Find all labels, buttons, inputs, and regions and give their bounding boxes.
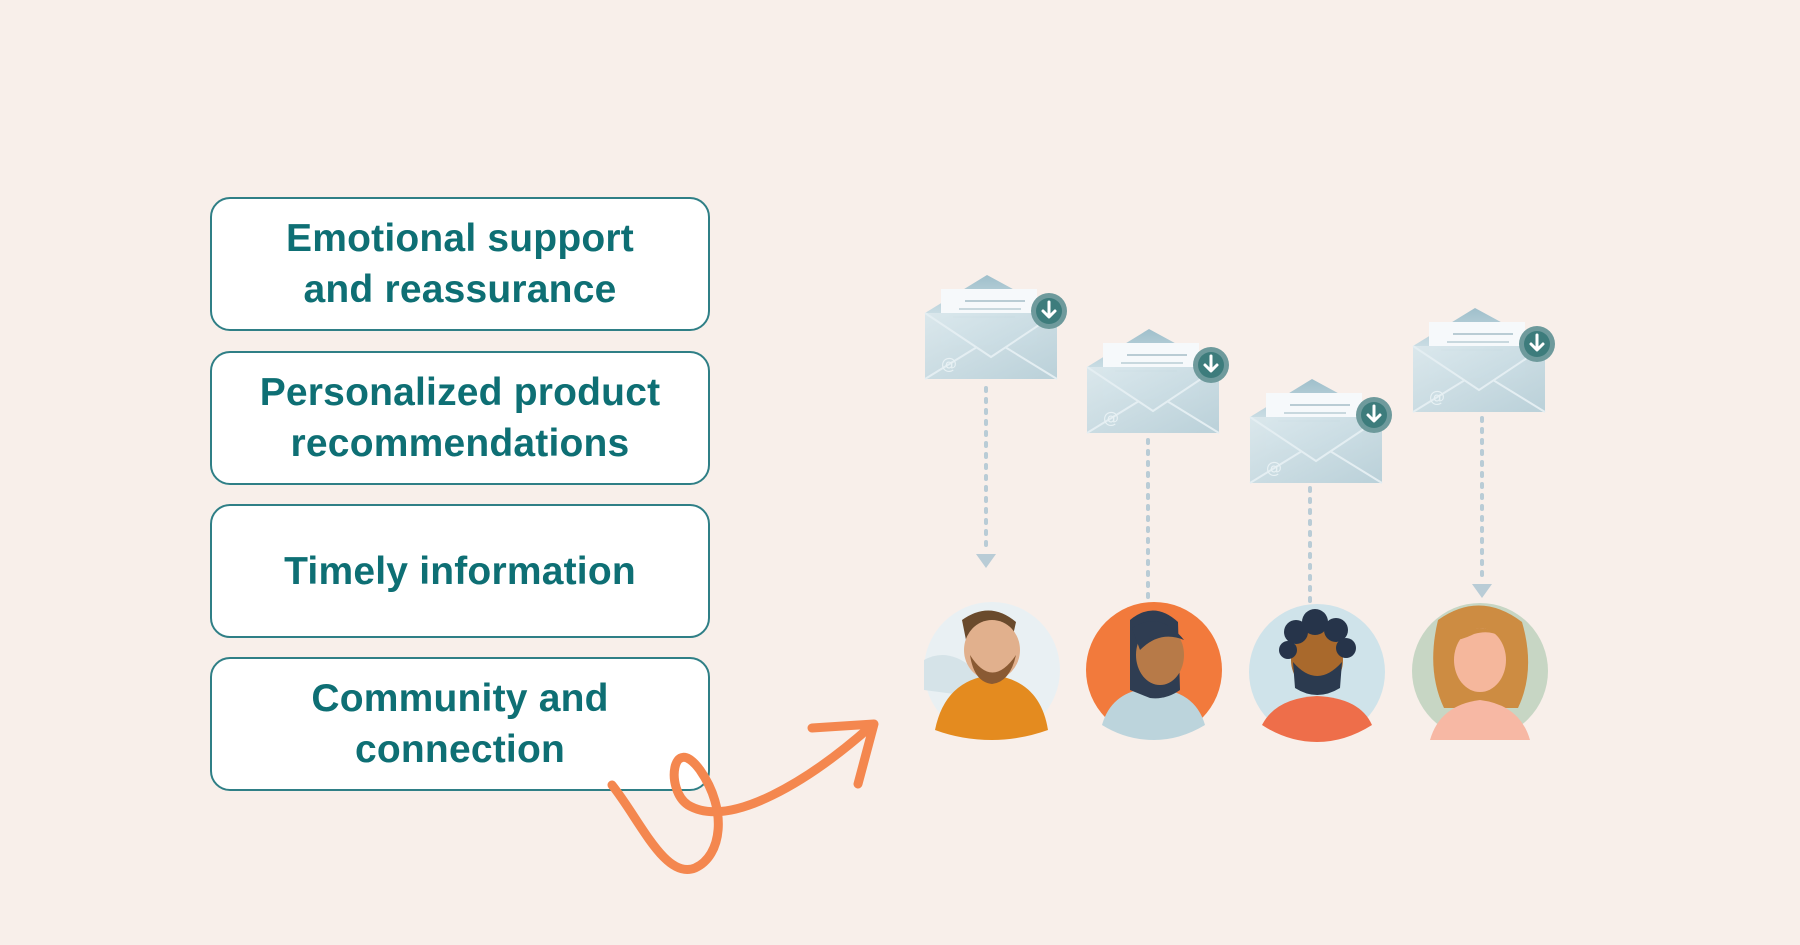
dotted-arrow-long: [1470, 416, 1494, 600]
person-avatar: [1086, 602, 1222, 740]
benefit-card-personalized-recommendations: Personalized product recommendations: [210, 351, 710, 485]
dotted-arrow: [974, 386, 998, 570]
benefit-label: Timely information: [284, 549, 636, 593]
envelope-icon: [1248, 377, 1394, 485]
benefit-label: Personalized product recommendations: [259, 371, 661, 465]
envelope-icon: [923, 273, 1069, 381]
dotted-arrow: [1136, 438, 1160, 622]
benefit-label: Emotional support and reassurance: [286, 217, 634, 311]
envelope-icon: [1085, 327, 1231, 435]
person-avatar: [1412, 603, 1548, 740]
benefit-card-timely-information: Timely information: [210, 504, 710, 638]
person-avatar: [924, 602, 1060, 740]
benefit-label: Community and connection: [311, 677, 609, 771]
envelope-icon: [1411, 306, 1557, 414]
benefit-card-community-connection: Community and connection: [210, 657, 710, 791]
person-avatar: [1249, 604, 1385, 742]
benefit-card-emotional-support: Emotional support and reassurance: [210, 197, 710, 331]
curved-arrow: [607, 719, 879, 875]
